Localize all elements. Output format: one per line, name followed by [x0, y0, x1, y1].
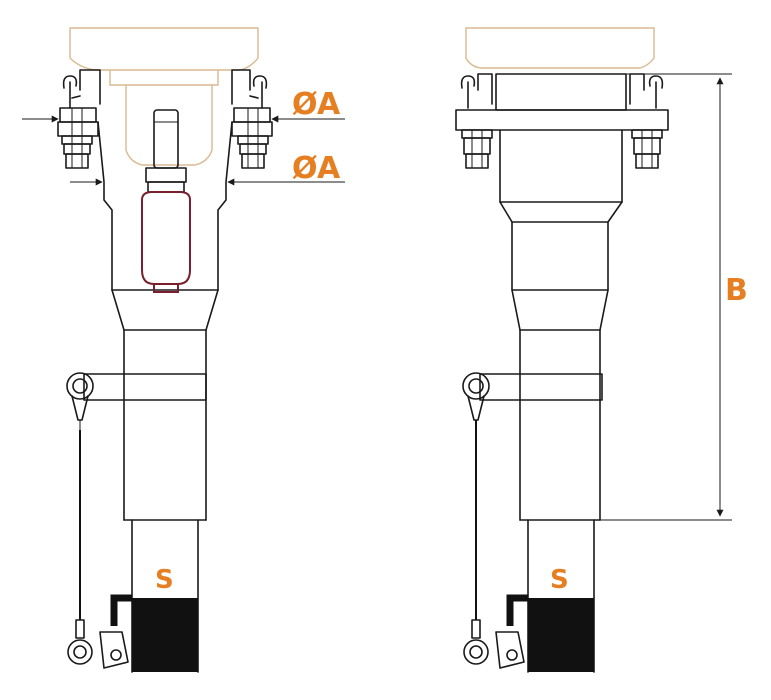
left-conductor-pin	[145, 109, 187, 193]
right-view	[455, 27, 732, 673]
left-bracket-right	[231, 69, 273, 169]
right-cable	[495, 519, 595, 673]
right-termination-body	[499, 129, 623, 521]
right-hook-right	[629, 73, 664, 109]
label-length: B	[725, 273, 748, 308]
right-mating-housing	[465, 27, 655, 69]
label-diameter-upper: ØA	[292, 87, 341, 122]
label-diameter-lower: ØA	[292, 151, 341, 186]
right-flange	[455, 73, 669, 169]
left-stress-cone	[141, 191, 191, 293]
left-clamp-band	[66, 372, 207, 430]
right-hook-left	[460, 73, 493, 109]
left-termination-body	[97, 121, 233, 521]
label-section-left: S	[155, 565, 174, 595]
left-earth-wire	[67, 430, 93, 665]
right-clamp-band	[462, 372, 603, 421]
left-cable	[99, 519, 199, 673]
right-earth-wire	[463, 420, 489, 665]
left-view	[22, 27, 345, 673]
right-cable-insulation	[528, 598, 594, 672]
right-dimension-length	[600, 73, 732, 521]
left-cable-insulation	[132, 598, 198, 672]
left-bracket-left	[57, 69, 101, 169]
label-section-right: S	[550, 565, 569, 595]
